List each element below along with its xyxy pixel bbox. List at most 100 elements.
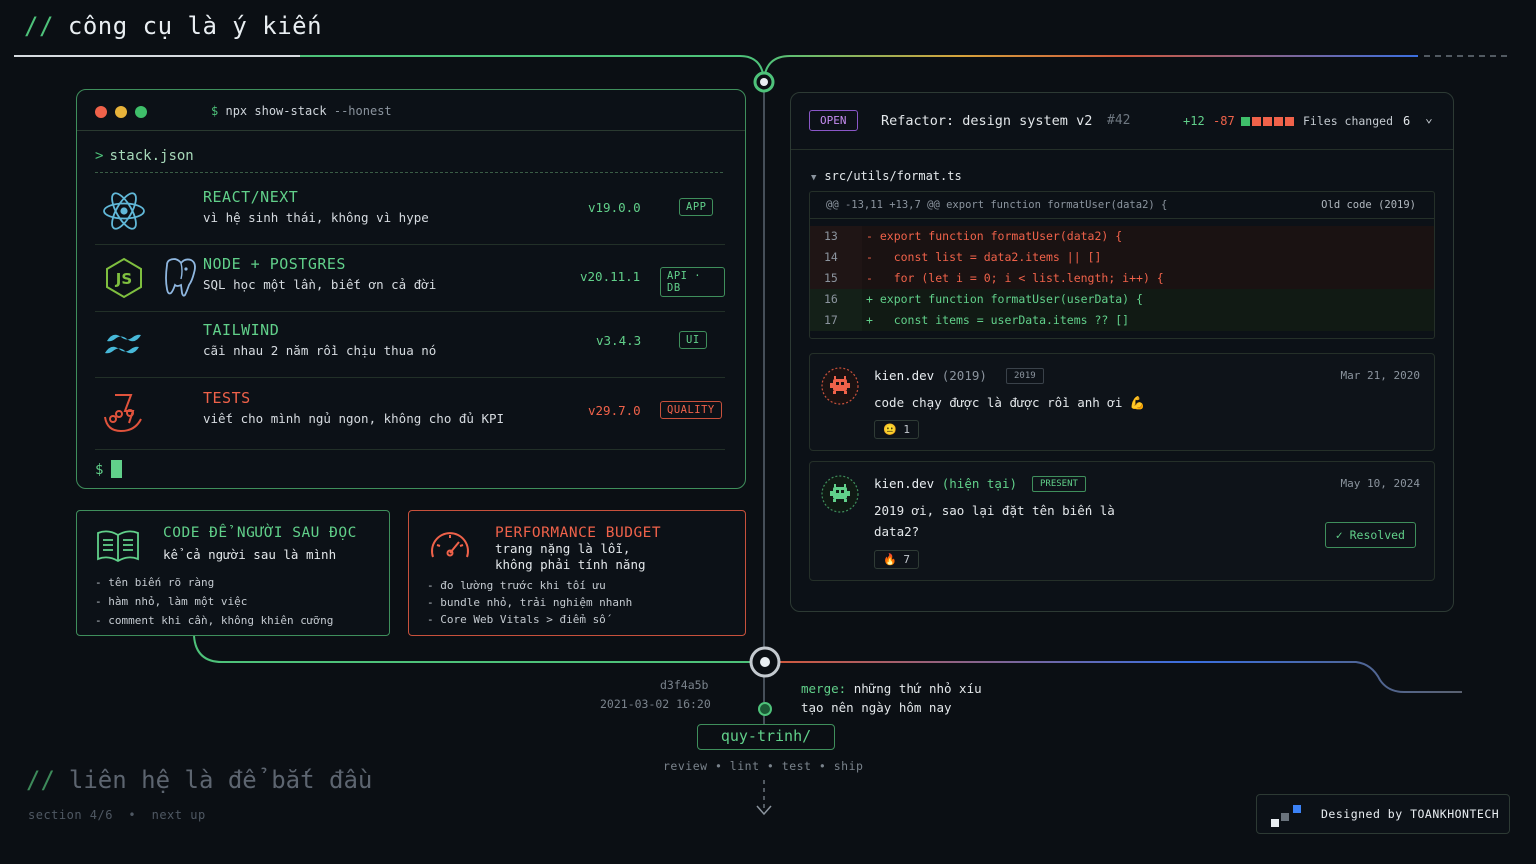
author-name: kien.dev xyxy=(874,368,935,383)
card-list: - tên biến rõ ràng - hàm nhỏ, làm một vi… xyxy=(95,573,333,630)
book-icon xyxy=(97,530,139,563)
stack-version: v20.11.1 xyxy=(580,269,641,284)
terminal-prompt[interactable]: $ xyxy=(95,460,123,478)
stack-desc: SQL học một lần, biết ơn cả đời xyxy=(203,277,437,292)
pr-deletions: -87 xyxy=(1213,114,1235,128)
line-code: + export function formatUser(userData) { xyxy=(866,292,1143,306)
list-item: - Core Web Vitals > điểm số xyxy=(427,613,606,626)
diff-file-path: src/utils/format.ts xyxy=(824,169,962,183)
stack-version: v29.7.0 xyxy=(588,403,641,418)
stack-row-node[interactable]: JS NODE + POSTGRES SQL học một lần, biết… xyxy=(95,245,725,312)
react-icon xyxy=(103,192,145,230)
brand-logo-icon xyxy=(1271,805,1301,827)
card-subtitle: trang nặng là lỗi, không phải tính năng xyxy=(495,541,646,573)
minimize-dot[interactable] xyxy=(115,106,127,118)
section-indicator: section 4/6 • next up xyxy=(28,808,206,822)
merge-line: những thứ nhỏ xíu xyxy=(853,681,982,696)
files-changed-label: Files changed xyxy=(1303,114,1394,128)
list-item: - đo lường trước khi tối ưu xyxy=(427,579,606,592)
pr-additions: +12 xyxy=(1183,114,1205,128)
card-title: CODE ĐỂ NGƯỜI SAU ĐỌC xyxy=(163,525,357,541)
red-invader-avatar xyxy=(821,367,859,405)
commit-hash: d3f4a5b xyxy=(660,678,709,692)
postgres-icon xyxy=(165,258,196,297)
stack-row-react[interactable]: REACT/NEXT vì hệ sinh thái, không vì hyp… xyxy=(95,178,725,245)
list-item: - tên biến rõ ràng xyxy=(95,576,215,589)
window-controls xyxy=(95,106,147,118)
diff-hunk-header: @@ -13,11 +13,7 @@ export function forma… xyxy=(810,192,1434,219)
stack-version: v19.0.0 xyxy=(588,200,641,215)
stack-badge: APP xyxy=(679,198,714,216)
line-code: + const items = userData.items ?? [] xyxy=(866,313,1130,327)
diff-line: 16+ export function formatUser(userData)… xyxy=(810,289,1434,310)
pr-title[interactable]: Refactor: design system v2 xyxy=(881,113,1093,129)
credit-badge[interactable]: Designed by TOANKHONTECH xyxy=(1256,794,1510,834)
line-code: - const list = data2.items || [] xyxy=(866,250,1102,264)
comment-date: May 10, 2024 xyxy=(1340,477,1420,490)
files-changed-count: 6 xyxy=(1403,114,1411,128)
comment-body: code chạy được là được rồi anh ơi 💪 xyxy=(874,395,1146,410)
speedometer-icon xyxy=(431,532,469,558)
title-text: liên hệ là để bắt đầu xyxy=(68,766,373,794)
hunk-text: @@ -13,11 +13,7 @@ export function forma… xyxy=(826,199,1168,211)
comment-date: Mar 21, 2020 xyxy=(1340,369,1420,382)
svg-text:JS: JS xyxy=(115,270,132,288)
next-section-title[interactable]: //liên hệ là để bắt đầu xyxy=(26,766,372,794)
resolved-button[interactable]: ✓ Resolved xyxy=(1324,522,1416,548)
subtitle-line: không phải tính năng xyxy=(495,557,646,572)
jest-icon xyxy=(104,394,142,433)
terminal-window: $ npx show-stack --honest > stack.json RE… xyxy=(76,89,746,489)
list-item: - comment khi cần, không khiên cưỡng xyxy=(95,614,334,627)
cursor-block xyxy=(111,460,123,478)
line-code: - export function formatUser(data2) { xyxy=(866,229,1123,243)
merge-keyword: merge: xyxy=(801,681,847,696)
body-line: 2019 ơi, sao lại đặt tên biến là xyxy=(874,503,1115,518)
line-number: 13 xyxy=(810,226,862,247)
diff-view: @@ -13,11 +13,7 @@ export function forma… xyxy=(809,191,1435,339)
diff-line: 13 - export function formatUser(data2) { xyxy=(810,226,1434,247)
close-dot[interactable] xyxy=(95,106,107,118)
year-tag: 2019 xyxy=(1006,368,1044,384)
stack-name: NODE + POSTGRES xyxy=(203,255,346,273)
command-flag: --honest xyxy=(333,104,392,118)
stack-row-tailwind[interactable]: TAILWIND cãi nhau 2 năm rồi chịu thua nó… xyxy=(95,311,725,378)
author-meta: (2019) xyxy=(941,368,987,383)
reaction-button[interactable]: 😐 1 xyxy=(874,420,919,439)
diff-line: 15- for (let i = 0; i < list.length; i++… xyxy=(810,268,1434,289)
chevron-down-icon[interactable]: ⌄ xyxy=(1425,111,1433,126)
card-performance: PERFORMANCE BUDGET trang nặng là lỗi, kh… xyxy=(408,510,746,636)
line-number: 17 xyxy=(810,310,862,331)
title-slashes: // xyxy=(24,12,54,40)
line-code: - for (let i = 0; i < list.length; i++) … xyxy=(866,271,1164,285)
stack-desc: viết cho mình ngủ ngon, không cho đủ KPI xyxy=(203,411,505,426)
diffstat-blocks xyxy=(1241,117,1294,126)
caret-down-icon: ▼ xyxy=(811,173,817,183)
terminal-command: $ npx show-stack --honest xyxy=(211,104,392,118)
diff-file-header[interactable]: ▼ src/utils/format.ts xyxy=(811,169,962,183)
pr-number: #42 xyxy=(1107,113,1131,128)
pr-status-badge: OPEN xyxy=(809,110,858,131)
reaction-button[interactable]: 🔥 7 xyxy=(874,550,919,569)
body-line: data2? xyxy=(874,524,920,539)
list-item: - bundle nhỏ, trải nghiệm nhanh xyxy=(427,596,633,609)
dashed-divider xyxy=(95,172,723,173)
file-chevron: > xyxy=(95,148,104,164)
command-prompt: $ xyxy=(211,104,219,118)
hunk-label: Old code (2019) xyxy=(1321,199,1416,211)
branch-label[interactable]: quy-trinh/ xyxy=(697,724,835,750)
stack-row-tests[interactable]: TESTS viết cho mình ngủ ngon, không cho … xyxy=(95,379,725,450)
merge-message: merge: những thứ nhỏ xíu tạo nên ngày hô… xyxy=(801,679,982,717)
comment-author[interactable]: kien.dev (2019) xyxy=(874,368,987,383)
maximize-dot[interactable] xyxy=(135,106,147,118)
title-text: công cụ là ý kiến xyxy=(67,12,323,40)
credit-text: Designed by TOANKHONTECH xyxy=(1321,807,1500,821)
comment-2019: kien.dev (2019) 2019 Mar 21, 2020 code c… xyxy=(809,353,1435,451)
list-item: - hàm nhỏ, làm một việc xyxy=(95,595,248,608)
diff-line: 14- const list = data2.items || [] xyxy=(810,247,1434,268)
file-name: stack.json xyxy=(109,148,194,164)
comment-author[interactable]: kien.dev (hiện tại) xyxy=(874,476,1017,491)
green-invader-avatar xyxy=(821,475,859,513)
page-title: // công cụ là ý kiến xyxy=(24,12,322,40)
comment-present: kien.dev (hiện tại) PRESENT May 10, 2024… xyxy=(809,461,1435,581)
stack-badge: QUALITY xyxy=(660,401,722,419)
